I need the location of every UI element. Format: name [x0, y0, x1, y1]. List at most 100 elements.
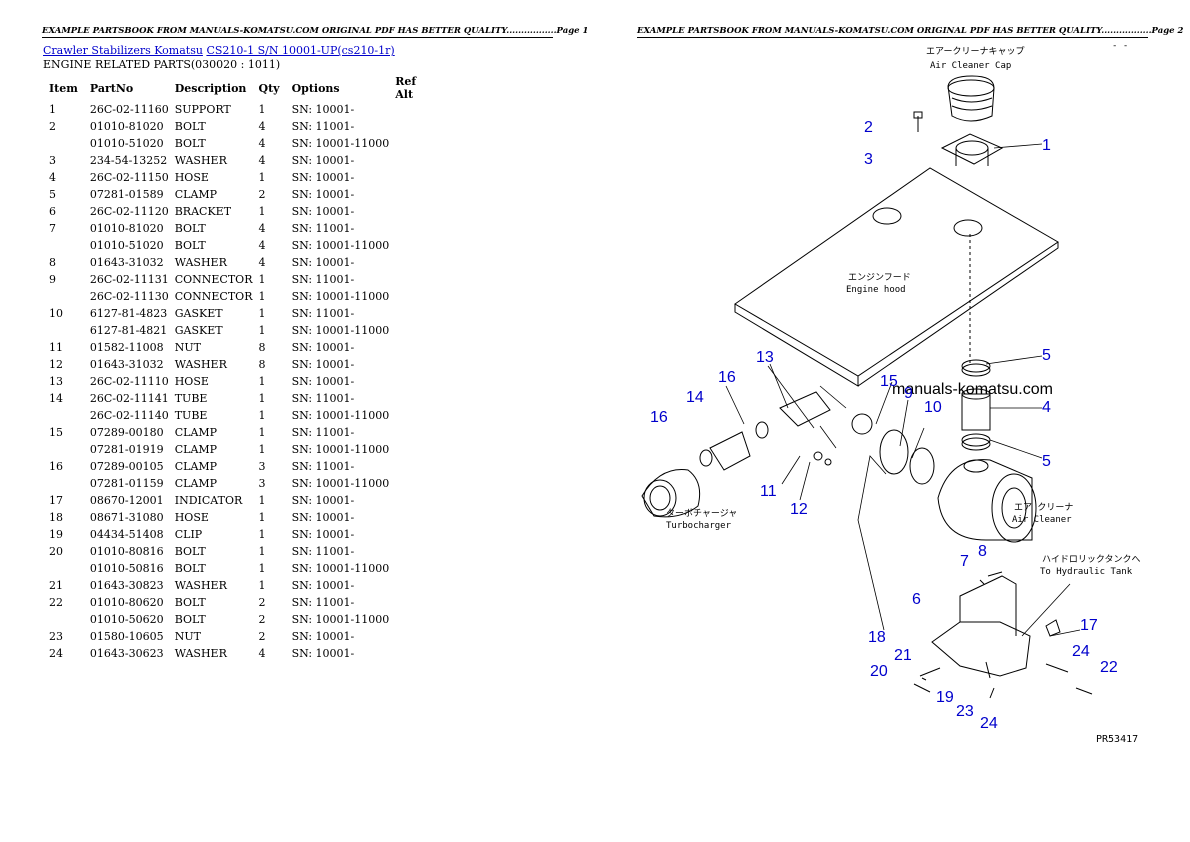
figure-code: PR53417 — [1096, 734, 1138, 745]
callout-3: 3 — [864, 151, 873, 168]
breadcrumb-link-model[interactable]: Crawler Stabilizers Komatsu — [43, 44, 203, 57]
table-cell: 26C-02-11131 — [89, 273, 169, 286]
table-cell: 6127-81-4821 — [89, 324, 168, 337]
table-cell: SN: 10001- — [291, 171, 355, 184]
table-cell: SN: 10001- — [291, 103, 355, 116]
table-cell: 8 — [258, 341, 266, 354]
table-cell: 1 — [258, 426, 266, 439]
bracket-drawing — [931, 575, 1031, 677]
callout-16b: 16 — [650, 409, 668, 426]
table-cell: 26C-02-11150 — [89, 171, 169, 184]
table-cell: 6 — [49, 205, 56, 218]
callout-5b: 5 — [1042, 453, 1051, 470]
turbocharger-label: Turbocharger — [666, 521, 732, 531]
callout-17: 17 — [1080, 617, 1098, 634]
table-cell: 26C-02-11141 — [89, 392, 169, 405]
table-cell: 2 — [49, 120, 56, 133]
table-cell — [389, 475, 422, 492]
table-cell — [389, 135, 422, 152]
section-title: ENGINE RELATED PARTS(030020 : 1011) — [43, 58, 281, 71]
table-cell: 1 — [258, 579, 266, 592]
table-cell: 01010-50816 — [89, 562, 164, 575]
table-cell: BOLT — [174, 120, 206, 133]
table-cell — [389, 288, 422, 305]
support-drawing — [940, 133, 1004, 166]
table-cell: 01580-10605 — [89, 630, 164, 643]
table-cell: 26C-02-11160 — [89, 103, 169, 116]
table-cell: 07281-01919 — [89, 443, 164, 456]
table-cell: HOSE — [174, 511, 209, 524]
table-cell: 07289-00105 — [89, 460, 164, 473]
bolt-drawing — [913, 111, 923, 132]
table-cell: 1 — [258, 409, 266, 422]
table-cell: 15 — [49, 426, 63, 439]
table-cell — [389, 577, 422, 594]
table-cell: SN: 11001- — [291, 426, 355, 439]
breadcrumb-link-serial[interactable]: CS210-1 S/N 10001-UP(cs210-1r) — [206, 44, 395, 57]
table-cell — [43, 288, 84, 305]
table-cell: SN: 10001-11000 — [291, 562, 390, 575]
table-cell: 08671-31080 — [89, 511, 164, 524]
callout-7: 7 — [960, 553, 969, 570]
table-cell: 2 — [258, 188, 266, 201]
table-cell: 17 — [49, 494, 63, 507]
breadcrumb: Crawler Stabilizers Komatsu CS210-1 S/N … — [43, 44, 403, 57]
air-cleaner-cap-label: Air Cleaner Cap — [930, 61, 1011, 71]
table-cell: 1 — [258, 511, 266, 524]
table-cell — [389, 152, 422, 169]
table-cell — [389, 186, 422, 203]
table-cell — [43, 611, 84, 628]
table-cell: 01010-81020 — [89, 222, 164, 235]
table-cell: 7 — [49, 222, 56, 235]
table-cell: BOLT — [174, 137, 206, 150]
table-cell: CLAMP — [174, 426, 218, 439]
callout-20: 20 — [870, 663, 888, 680]
air-cleaner-label: Air Cleaner — [1012, 515, 1072, 525]
column-header: PartNo — [89, 81, 134, 95]
table-cell — [389, 322, 422, 339]
table-cell: NUT — [174, 630, 201, 643]
table-cell: 11 — [49, 341, 63, 354]
table-cell: BOLT — [174, 562, 206, 575]
table-cell: SN: 10001-11000 — [291, 239, 390, 252]
table-cell: 26C-02-11130 — [89, 290, 169, 303]
table-cell: 4 — [258, 256, 266, 269]
table-cell: 4 — [258, 222, 266, 235]
table-cell: INDICATOR — [174, 494, 243, 507]
air-cleaner-cap-drawing — [947, 75, 995, 122]
table-cell: 2 — [258, 596, 266, 609]
table-cell: 01582-11008 — [89, 341, 164, 354]
table-cell: 4 — [258, 154, 266, 167]
callout-23: 23 — [956, 703, 974, 720]
table-cell: SN: 10001-11000 — [291, 409, 390, 422]
table-cell: SN: 10001-11000 — [291, 613, 390, 626]
table-cell: 01010-80620 — [89, 596, 164, 609]
table-cell: 6127-81-4823 — [89, 307, 168, 320]
table-cell — [389, 254, 422, 271]
table-cell — [389, 492, 422, 509]
table-cell — [389, 628, 422, 645]
callout-21: 21 — [894, 647, 912, 664]
connector-and-hoses-drawing — [641, 391, 935, 518]
table-cell: BOLT — [174, 596, 206, 609]
table-cell — [389, 458, 422, 475]
table-cell: CLAMP — [174, 477, 218, 490]
table-cell: SN: 10001- — [291, 647, 355, 660]
air-cleaner-label-jp: エア クリーナ — [1014, 502, 1073, 513]
table-cell: CLAMP — [174, 188, 218, 201]
